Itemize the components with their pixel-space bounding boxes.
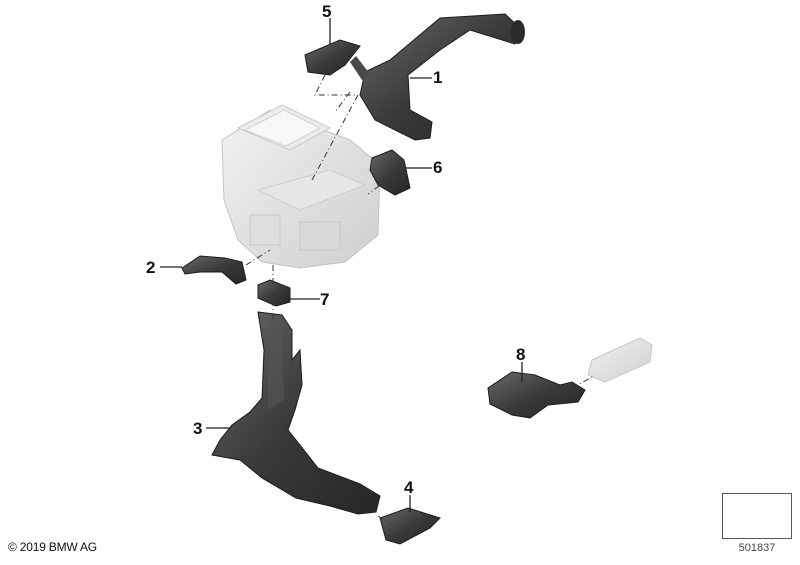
part-6-adapter xyxy=(369,149,411,196)
callout-6[interactable]: 6 xyxy=(433,158,443,177)
callout-3[interactable]: 3 xyxy=(193,419,203,438)
callout-2[interactable]: 2 xyxy=(146,258,156,277)
dash-dot-assembly-lines xyxy=(245,74,595,525)
diagram-number: 501837 xyxy=(738,542,776,554)
part-1-duct xyxy=(350,13,525,141)
part-5-connector xyxy=(304,39,361,76)
part-2-duct xyxy=(181,255,247,285)
part-8-duct-with-connector xyxy=(487,337,653,419)
callout-4[interactable]: 4 xyxy=(404,478,414,497)
orientation-box xyxy=(722,493,792,539)
callout-5[interactable]: 5 xyxy=(322,2,332,21)
part-4-outlet xyxy=(379,507,441,545)
leader-lines xyxy=(160,18,523,512)
callout-7[interactable]: 7 xyxy=(320,290,330,309)
callout-8[interactable]: 8 xyxy=(516,345,526,364)
copyright-notice: © 2019 BMW AG xyxy=(8,540,97,554)
hvac-housing xyxy=(221,104,381,269)
part-3-footwell-duct xyxy=(211,311,381,515)
part-7-connecting-piece xyxy=(257,279,291,307)
callout-1[interactable]: 1 xyxy=(433,68,443,87)
